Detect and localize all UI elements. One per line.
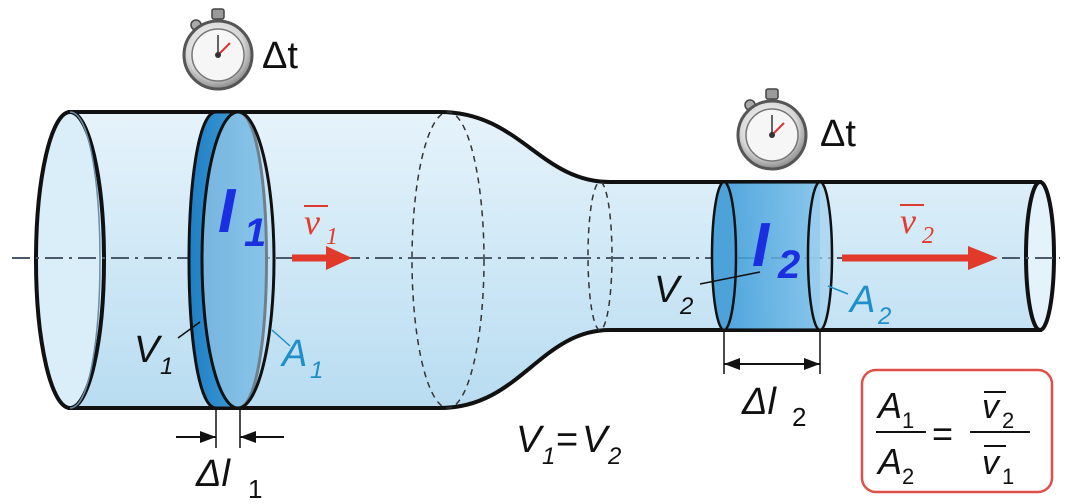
formula-num-right-sub: 2 — [1002, 408, 1014, 433]
velocity-arrow-1 — [292, 246, 352, 270]
area-A1-label: A — [280, 333, 307, 375]
stopwatch-icon — [736, 88, 808, 171]
formula-den-right-sub: 1 — [1002, 464, 1014, 489]
eq-left-sub: 1 — [542, 443, 555, 470]
current-I1-label: I — [218, 177, 237, 246]
area-A2-label: A — [848, 279, 875, 321]
volume-V1-subscript: 1 — [160, 353, 173, 380]
formula-equals: = — [932, 413, 953, 454]
tube-left-opening — [34, 110, 106, 410]
area-A1-subscript: 1 — [310, 357, 323, 384]
eq-left-V: V — [516, 419, 545, 461]
formula-num-right: v — [982, 388, 1001, 426]
tube-right-opening — [1024, 180, 1056, 332]
current-I2-subscript: 2 — [777, 243, 800, 287]
dashed-section-wide — [411, 111, 485, 409]
dimension-dl2 — [723, 332, 821, 374]
volume-equality: V 1 = V 2 — [516, 419, 621, 470]
volume-V2-subscript: 2 — [679, 293, 693, 320]
formula-box: A 1 A 2 = v 2 v 1 — [860, 368, 1054, 494]
eq-right-sub: 2 — [607, 443, 621, 470]
formula-den-left: A — [876, 441, 902, 482]
delta-t-label-2: Δt — [820, 113, 856, 155]
length-dl1-label: Δl — [195, 453, 231, 495]
length-dl2-label: Δl — [741, 381, 777, 423]
area-A2-subscript: 2 — [877, 303, 891, 330]
eq-right-V: V — [582, 419, 611, 461]
slab-1-face — [200, 110, 276, 410]
velocity-v2-subscript: 2 — [922, 223, 934, 249]
length-dl2-subscript: 2 — [792, 402, 806, 432]
slab-2-face — [806, 180, 834, 332]
slab-2 — [724, 182, 820, 330]
dimension-dl1 — [176, 410, 284, 448]
current-I1-subscript: 1 — [244, 211, 266, 255]
slab-2-back — [710, 180, 738, 332]
volume-V1-label: V — [134, 329, 163, 371]
stopwatch-icon — [182, 8, 254, 91]
length-dl1-subscript: 1 — [248, 474, 262, 504]
current-I2-label: I — [752, 211, 771, 280]
eq-sign: = — [556, 419, 578, 461]
delta-t-label-1: Δt — [262, 35, 298, 77]
velocity-v1-label: v — [304, 202, 320, 242]
formula-num-left-sub: 1 — [902, 408, 914, 433]
velocity-v1-subscript: 1 — [326, 224, 338, 250]
formula-num-left: A — [876, 385, 902, 426]
velocity-arrow-2 — [842, 246, 998, 270]
volume-V2-label: V — [654, 269, 683, 311]
formula-den-left-sub: 2 — [902, 464, 914, 489]
velocity-v2-label: v — [900, 201, 916, 241]
formula-den-right: v — [982, 444, 1001, 482]
dashed-section-narrow — [587, 181, 613, 331]
